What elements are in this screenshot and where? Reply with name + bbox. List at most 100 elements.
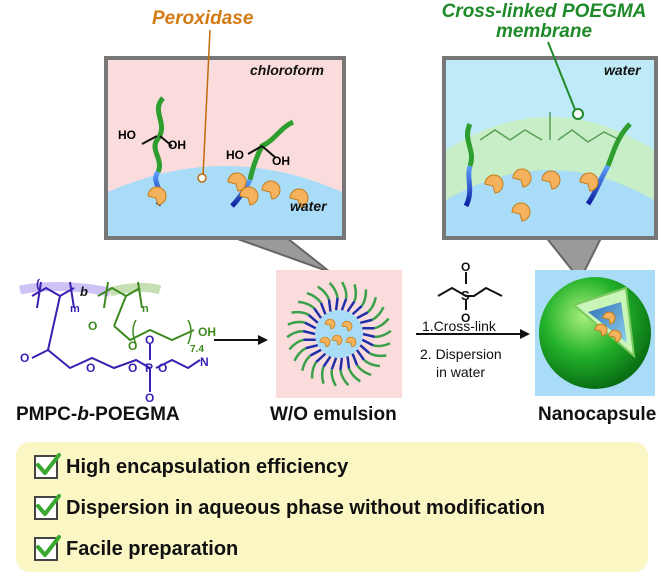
micelle-poegma-arm xyxy=(353,284,358,302)
poegma-chain xyxy=(605,122,632,167)
micelle-poegma-arm xyxy=(320,366,325,384)
emulsion-label: W/O emulsion xyxy=(270,404,397,425)
carbonyl-o-blue: O xyxy=(20,351,29,365)
micelle-enzyme xyxy=(331,334,343,346)
micelle-pmpc-arm xyxy=(327,299,332,312)
micelle-poegma-arm xyxy=(291,310,310,316)
micelle-poegma-arm xyxy=(339,369,350,387)
micelle-poegma-arm xyxy=(360,289,368,307)
micelle-pmpc-arm xyxy=(340,298,348,311)
micelle-water-core xyxy=(315,310,363,358)
water-droplet-surface xyxy=(108,166,342,236)
sulfonyl-o-top: O xyxy=(461,260,470,274)
micelle-poegma-arm xyxy=(366,296,378,314)
micelle-pmpc-arm xyxy=(334,297,339,311)
feature-item: Facile preparation xyxy=(34,534,238,564)
micelle-poegma-arm xyxy=(287,320,306,326)
peroxidase-enzymes xyxy=(484,168,599,222)
step-dispersion: 2. Dispersion xyxy=(420,346,502,362)
checkbox-icon xyxy=(34,535,61,561)
poegma-chain xyxy=(464,122,474,167)
micelle-pmpc-arm xyxy=(313,307,323,319)
membrane-label-line1: Cross-linked POEGMA xyxy=(441,1,647,22)
sulfonyl-o-bottom: O xyxy=(461,311,470,325)
right-zoom-panel xyxy=(442,41,658,282)
left-zoom-panel xyxy=(104,29,346,273)
phosphorus-atom: P xyxy=(145,361,153,375)
subscript-n: n xyxy=(142,303,149,315)
micelle-poegma-arm xyxy=(306,291,323,304)
micelle-poegma-arm xyxy=(372,342,391,348)
peroxidase-pointer-dot xyxy=(197,173,207,183)
chloroform-label: chloroform xyxy=(250,62,324,78)
subscript-7-4: 7.4 xyxy=(190,344,204,355)
sulfur-atom: S xyxy=(461,288,470,303)
micelle-pmpc-arm xyxy=(319,302,327,315)
water-label-left: water xyxy=(290,198,327,214)
encapsulated-enzymes xyxy=(594,311,622,343)
nanocapsule-label: Nanocapsule xyxy=(538,404,657,425)
bracket-open: ( xyxy=(36,277,40,291)
phosphate-o-left: O xyxy=(128,361,137,375)
micelle-poegma-arm xyxy=(363,358,381,368)
micelle-poegma-arm xyxy=(355,364,372,377)
poegma-chain xyxy=(152,96,166,174)
pmpc-chain xyxy=(463,165,473,208)
micelle-pmpc-arm xyxy=(346,356,351,369)
micelle-pmpc-arm xyxy=(359,344,371,355)
micelle-pmpc-arm xyxy=(307,313,319,324)
membrane-pointer-dot xyxy=(572,108,584,120)
micelle-poegma-arm xyxy=(310,361,318,379)
micelle-pmpc-arm xyxy=(355,349,365,361)
peroxidase-pointer-line xyxy=(202,29,211,177)
micelle-pmpc-arm xyxy=(346,300,356,313)
peroxidase-label: Peroxidase xyxy=(152,8,254,29)
ho-label-2: HO xyxy=(226,148,244,162)
micelle-pmpc-arm xyxy=(305,343,319,350)
ammonium-n-plus: N xyxy=(200,355,209,369)
micelle-pmpc-arm xyxy=(351,305,363,316)
micelle-poegma-arm xyxy=(300,354,312,372)
step-crosslink: 1.Cross-link xyxy=(422,318,496,334)
step-dispersion-line2: in water xyxy=(436,364,486,380)
micelle-enzyme xyxy=(319,336,331,348)
micelle-pmpc-arm xyxy=(309,348,322,357)
divinylsulfone-structure xyxy=(437,272,503,310)
membrane-pointer-line xyxy=(547,41,577,113)
micelle-pmpc-arm xyxy=(302,329,316,336)
water-label-right: water xyxy=(604,62,641,78)
block-letter: b xyxy=(77,404,89,425)
micelle-poegma-arm xyxy=(316,285,331,300)
micelle-pmpc-arm xyxy=(362,332,376,339)
micelle-poegma-arm xyxy=(374,329,392,339)
micelle-pmpc-arm xyxy=(356,311,369,320)
micelle-pmpc-arm xyxy=(322,355,332,368)
micelle-enzyme xyxy=(341,320,353,332)
nanocapsule-sphere xyxy=(539,277,651,389)
micelle-poegma-arm xyxy=(368,352,387,358)
oh-label-1: OH xyxy=(168,138,186,152)
block-b-label: b xyxy=(80,284,88,299)
micelle-enzyme xyxy=(345,336,357,348)
phosphate-o-right: O xyxy=(158,361,167,375)
ester-o-blue: O xyxy=(86,361,95,375)
micelle-pmpc-arm xyxy=(359,318,373,325)
feature-text: Dispersion in aqueous phase without modi… xyxy=(66,496,545,519)
membrane-label-line2: membrane xyxy=(495,21,593,42)
micelle-poegma-arm xyxy=(286,329,304,339)
carbonyl-o-green: O xyxy=(88,319,97,333)
checkbox-icon xyxy=(34,494,61,520)
membrane-label: Cross-linked POEGMA membrane xyxy=(428,2,660,42)
micelle-poegma-arm xyxy=(374,317,390,330)
checkbox-icon xyxy=(34,453,61,479)
micelle-pmpc-arm xyxy=(304,321,317,330)
micelle-pmpc-arm xyxy=(351,353,359,366)
micelle-poegma-arm xyxy=(288,338,304,351)
micelle-poegma-arm xyxy=(328,281,339,299)
micelle-poegma-arm xyxy=(297,300,315,310)
micelle-poegma-arm xyxy=(371,306,385,321)
micelle-poegma-arm xyxy=(341,281,348,299)
micelle-poegma-arm xyxy=(293,347,307,362)
phosphate-o-minus: O xyxy=(145,391,154,405)
